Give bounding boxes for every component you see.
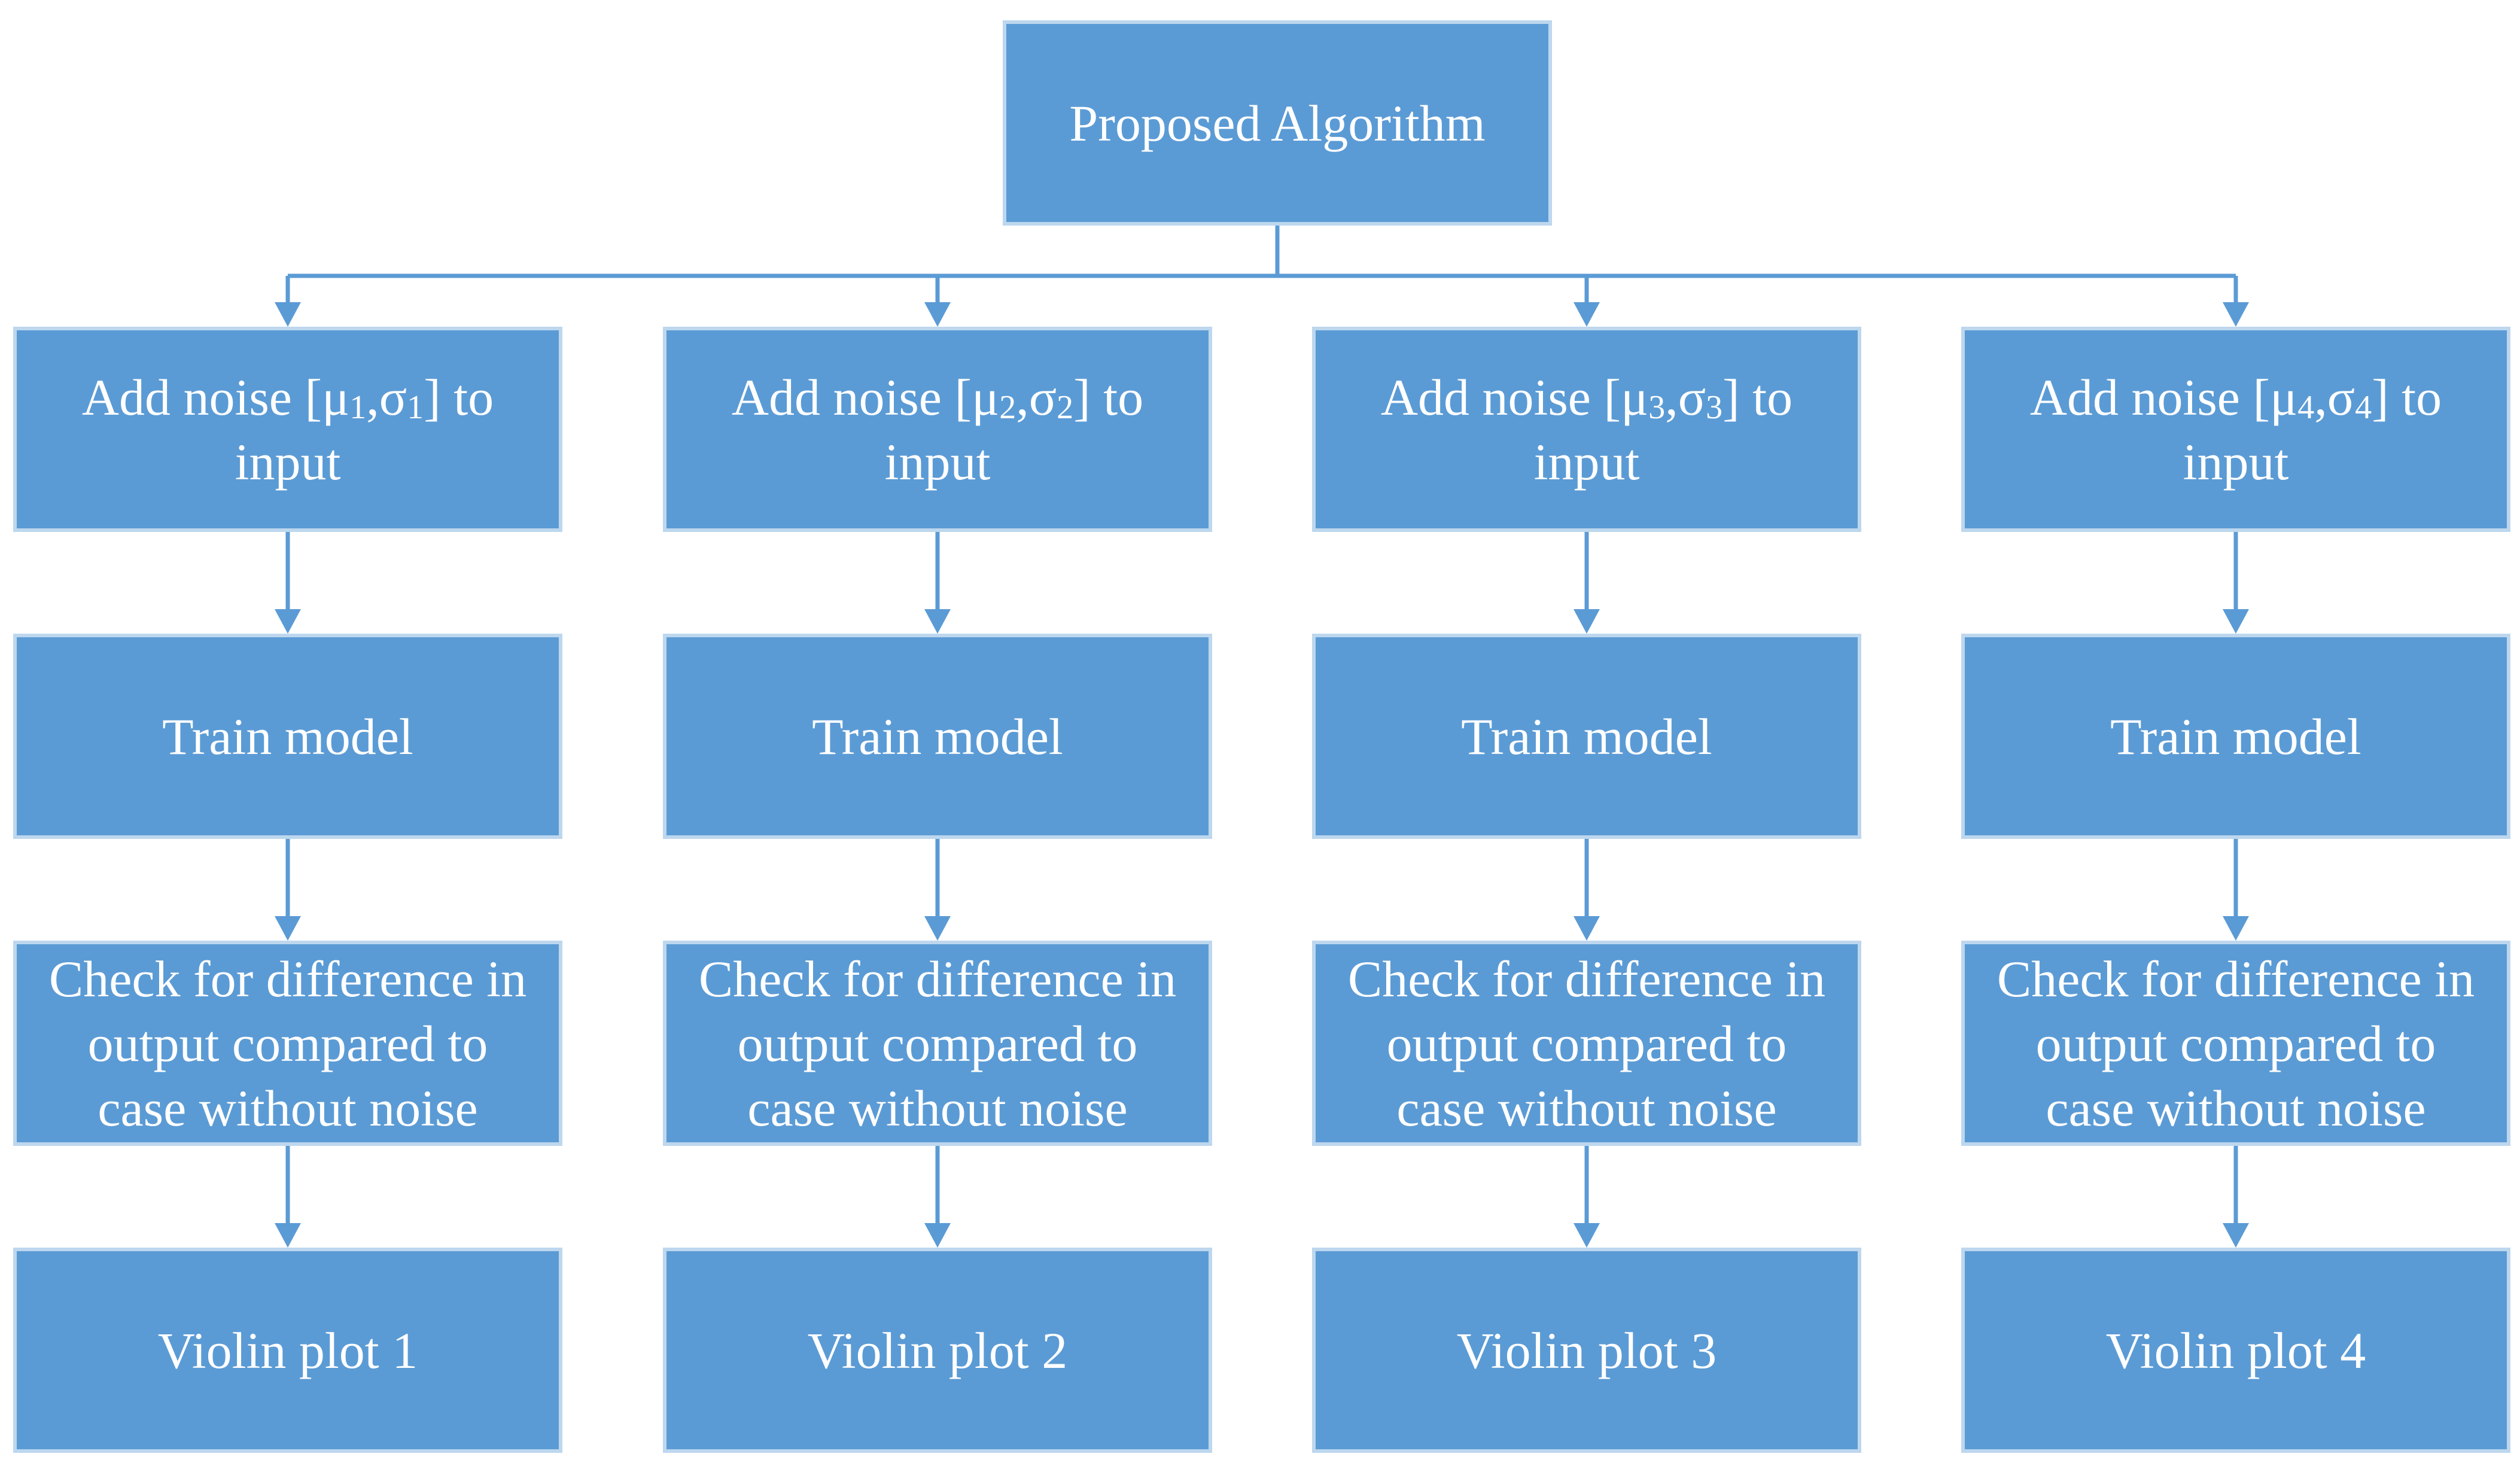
node-label: Violin plot 2	[807, 1321, 1068, 1379]
arrowhead-violin-4	[2223, 1223, 2249, 1248]
arrowhead-train-1	[275, 609, 301, 634]
mu-subscript: 2	[999, 388, 1016, 426]
node-label: Add noise [μ4,σ4] to input	[2030, 365, 2442, 494]
node-violin-plot-1: Violin plot 1	[13, 1248, 562, 1453]
arrowhead-violin-2	[924, 1223, 951, 1248]
arrowhead-check-1	[275, 916, 301, 941]
node-check-difference-3: Check for difference in output compared …	[1312, 941, 1861, 1146]
arrowhead-check-3	[1574, 916, 1600, 941]
node-label: Add noise [μ3,σ3] to input	[1381, 365, 1792, 494]
arrowhead-check-2	[924, 916, 951, 941]
mu-subscript: 4	[2297, 388, 2315, 426]
sigma-subscript: 4	[2355, 388, 2372, 426]
arrowhead-train-3	[1574, 609, 1600, 634]
node-train-model-4: Train model	[1961, 634, 2510, 839]
arrowhead-noise-4	[2223, 302, 2249, 327]
sigma-subscript: 2	[1057, 388, 1074, 426]
node-add-noise-1: Add noise [μ1,σ1] to input	[13, 327, 562, 532]
noise-prefix: Add noise [μ	[81, 368, 350, 426]
node-proposed-algorithm: Proposed Algorithm	[1003, 20, 1552, 226]
node-label: Proposed Algorithm	[1069, 94, 1486, 152]
sigma-subscript: 1	[407, 388, 424, 426]
noise-suffix: ] to input	[235, 368, 494, 491]
node-label: Train model	[2110, 707, 2361, 765]
node-train-model-3: Train model	[1312, 634, 1861, 839]
noise-prefix: Add noise [μ	[2029, 368, 2298, 426]
node-label: Train model	[1461, 707, 1712, 765]
noise-sep: ,σ	[2314, 368, 2355, 426]
node-check-difference-2: Check for difference in output compared …	[663, 941, 1212, 1146]
noise-sep: ,σ	[366, 368, 407, 426]
noise-prefix: Add noise [μ	[731, 368, 1000, 426]
node-label: Violin plot 4	[2105, 1321, 2366, 1379]
node-train-model-1: Train model	[13, 634, 562, 839]
node-label: Violin plot 1	[157, 1321, 418, 1379]
node-label: Violin plot 3	[1456, 1321, 1717, 1379]
mu-subscript: 1	[349, 388, 367, 426]
arrowhead-train-4	[2223, 609, 2249, 634]
mu-subscript: 3	[1648, 388, 1666, 426]
node-label: Check for difference in output compared …	[48, 950, 527, 1137]
noise-suffix: ] to input	[1533, 368, 1793, 491]
noise-suffix: ] to input	[884, 368, 1144, 491]
node-label: Train model	[812, 707, 1063, 765]
node-violin-plot-2: Violin plot 2	[663, 1248, 1212, 1453]
node-label: Add noise [μ2,σ2] to input	[732, 365, 1143, 494]
node-add-noise-4: Add noise [μ4,σ4] to input	[1961, 327, 2510, 532]
sigma-subscript: 3	[1706, 388, 1723, 426]
node-label: Add noise [μ1,σ1] to input	[82, 365, 494, 494]
node-label: Train model	[162, 707, 413, 765]
arrowhead-violin-3	[1574, 1223, 1600, 1248]
node-violin-plot-3: Violin plot 3	[1312, 1248, 1861, 1453]
noise-sep: ,σ	[1016, 368, 1057, 426]
node-add-noise-3: Add noise [μ3,σ3] to input	[1312, 327, 1861, 532]
node-label: Check for difference in output compared …	[698, 950, 1177, 1137]
arrowhead-check-4	[2223, 916, 2249, 941]
noise-suffix: ] to input	[2183, 368, 2442, 491]
node-add-noise-2: Add noise [μ2,σ2] to input	[663, 327, 1212, 532]
noise-sep: ,σ	[1665, 368, 1706, 426]
noise-prefix: Add noise [μ	[1380, 368, 1649, 426]
node-violin-plot-4: Violin plot 4	[1961, 1248, 2510, 1453]
arrowhead-noise-2	[924, 302, 951, 327]
arrowhead-noise-1	[275, 302, 301, 327]
node-label: Check for difference in output compared …	[1347, 950, 1826, 1137]
arrowhead-noise-3	[1574, 302, 1600, 327]
arrowhead-train-2	[924, 609, 951, 634]
node-label: Check for difference in output compared …	[1996, 950, 2475, 1137]
arrowhead-violin-1	[275, 1223, 301, 1248]
node-check-difference-4: Check for difference in output compared …	[1961, 941, 2510, 1146]
node-check-difference-1: Check for difference in output compared …	[13, 941, 562, 1146]
node-train-model-2: Train model	[663, 634, 1212, 839]
